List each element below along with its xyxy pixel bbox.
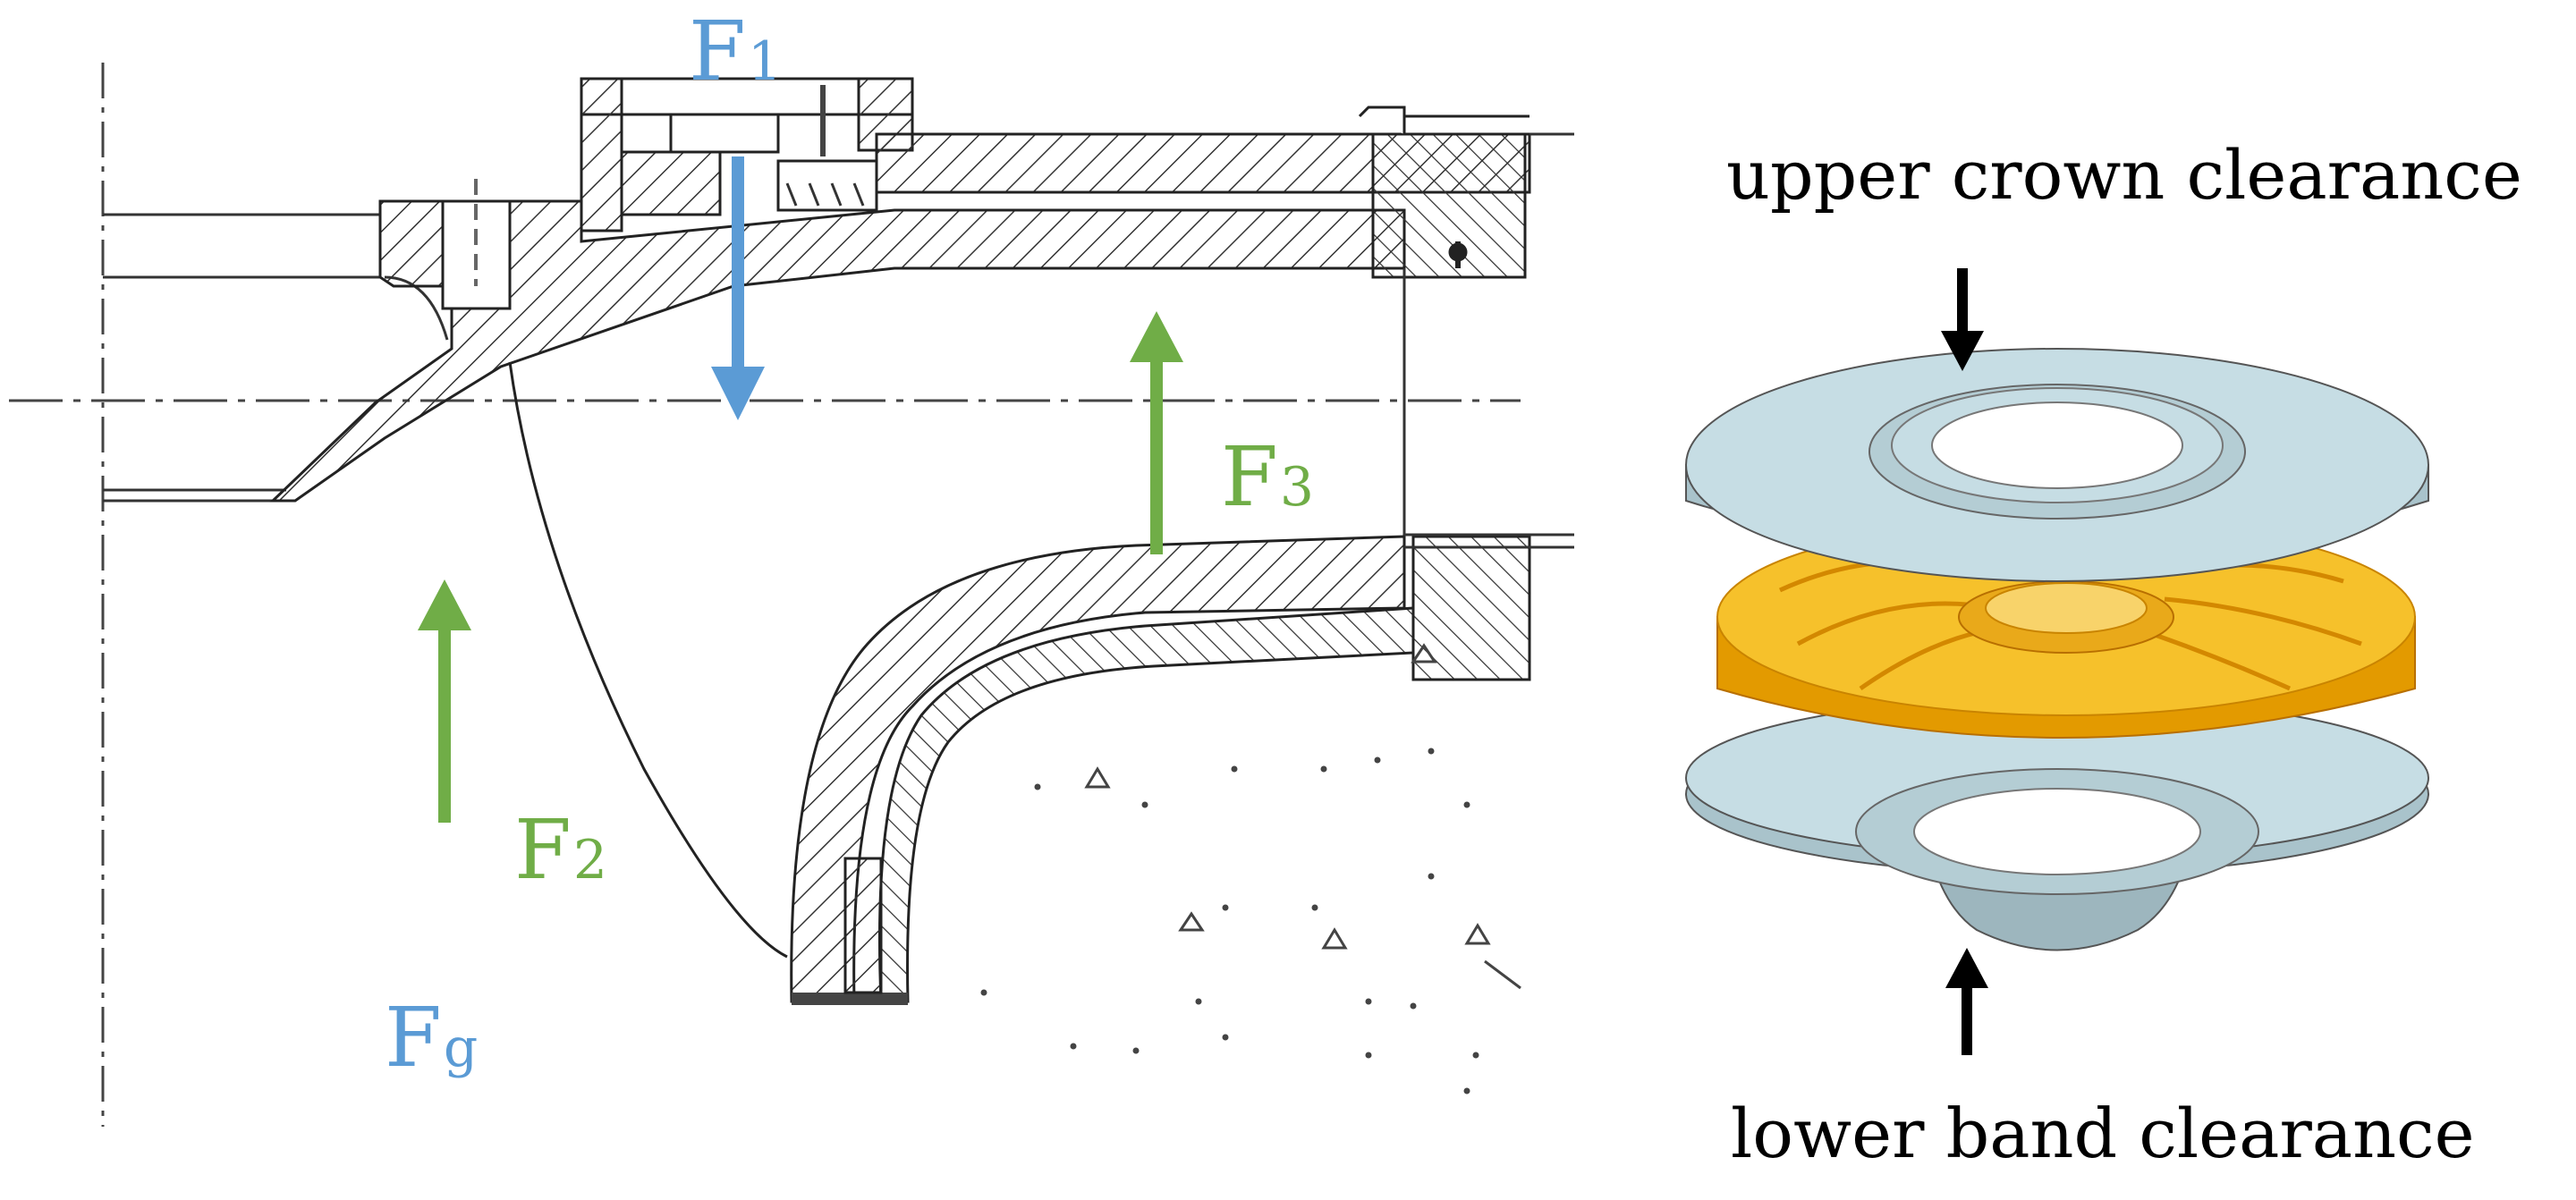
force-fg-symbol: F	[385, 990, 442, 1086]
force-f1-subscript: 1	[747, 30, 783, 93]
force-arrow-f2	[418, 579, 471, 823]
force-fg-subscript: g	[443, 1017, 479, 1079]
up-arrow-icon	[1945, 948, 1988, 1055]
hub-bolt	[441, 199, 512, 310]
impeller-assembly	[1685, 348, 2429, 951]
force-arrow-f3	[1130, 311, 1183, 554]
force-label-f1: F1	[689, 11, 782, 93]
force-f2-symbol: F	[514, 802, 572, 898]
lower-band-clearance-caption: lower band clearance	[1731, 1094, 2475, 1173]
blade-profile-curve	[508, 361, 788, 959]
concrete-speckle	[980, 643, 1521, 1094]
force-f2-subscript: 2	[572, 829, 608, 892]
force-f3-subscript: 3	[1279, 456, 1315, 519]
force-label-f2: F2	[514, 809, 607, 892]
head-cover	[580, 77, 1531, 279]
force-label-f3: F3	[1221, 436, 1314, 519]
force-arrow-f1	[711, 156, 765, 420]
upper-crown-clearance-caption: upper crown clearance	[1726, 135, 2522, 215]
force-f1-symbol: F	[689, 4, 746, 99]
force-label-fg: Fg	[385, 997, 478, 1079]
force-f3-symbol: F	[1221, 429, 1278, 525]
down-arrow-icon	[1941, 268, 1984, 371]
lower-band-section	[790, 535, 1406, 1003]
